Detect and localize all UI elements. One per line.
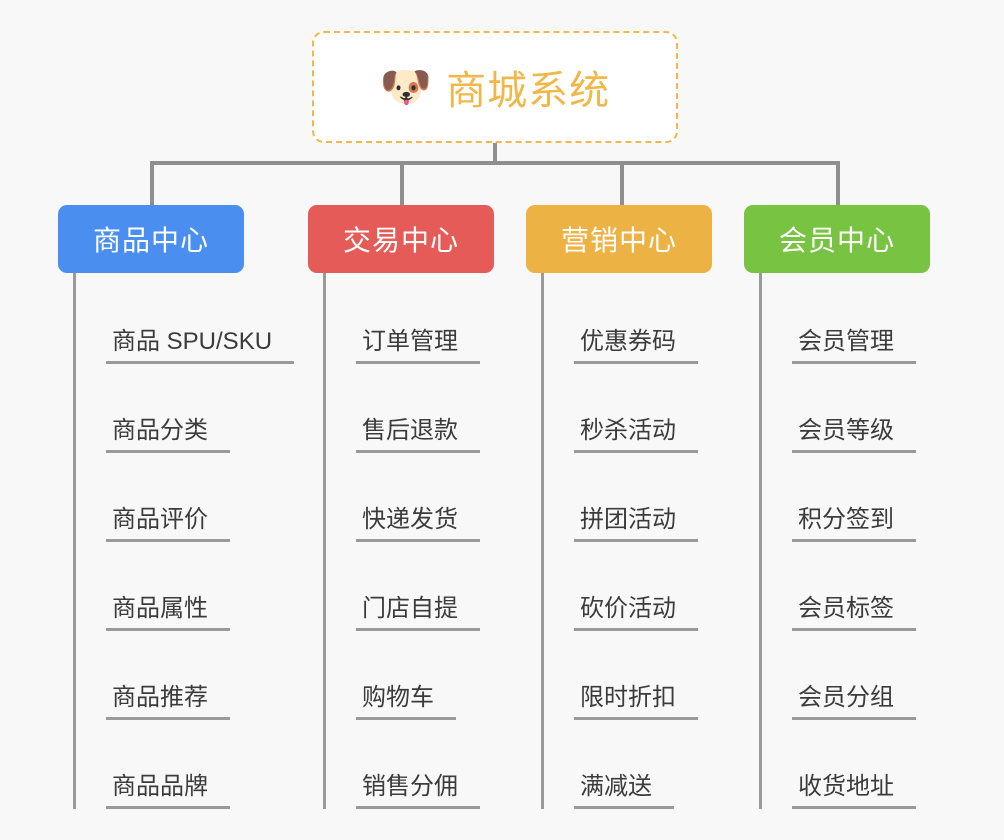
leaf-label: 会员管理 xyxy=(792,328,916,364)
category-title: 会员中心 xyxy=(778,225,895,256)
leaf-list-marketing-center: 优惠券码 秒杀活动 拼团活动 砍价活动 限时折扣 满减送 xyxy=(541,273,712,809)
leaf-label: 销售分佣 xyxy=(356,773,480,809)
list-item[interactable]: 会员分组 xyxy=(762,631,930,720)
list-item[interactable]: 限时折扣 xyxy=(544,631,712,720)
list-item[interactable]: 砍价活动 xyxy=(544,542,712,631)
connector-drop-3 xyxy=(620,161,624,207)
connector-drop-1 xyxy=(150,161,154,207)
branch-trade-center: 交易中心 订单管理 售后退款 快递发货 门店自提 购物车 销售分佣 xyxy=(308,205,494,809)
category-header-trade-center[interactable]: 交易中心 xyxy=(308,205,494,273)
leaf-label: 商品品牌 xyxy=(106,773,230,809)
list-item[interactable]: 商品推荐 xyxy=(76,631,294,720)
list-item[interactable]: 售后退款 xyxy=(326,364,494,453)
category-header-product-center[interactable]: 商品中心 xyxy=(58,205,244,273)
list-item[interactable]: 会员标签 xyxy=(762,542,930,631)
leaf-label: 快递发货 xyxy=(356,506,480,542)
category-header-marketing-center[interactable]: 营销中心 xyxy=(526,205,712,273)
leaf-list-product-center: 商品 SPU/SKU 商品分类 商品评价 商品属性 商品推荐 商品品牌 xyxy=(73,273,295,809)
list-item[interactable]: 积分签到 xyxy=(762,453,930,542)
list-item[interactable]: 满减送 xyxy=(544,720,712,809)
list-item[interactable]: 商品属性 xyxy=(76,542,294,631)
leaf-label: 会员标签 xyxy=(792,595,916,631)
leaf-label: 会员分组 xyxy=(792,684,916,720)
leaf-label: 订单管理 xyxy=(356,328,480,364)
list-item[interactable]: 门店自提 xyxy=(326,542,494,631)
connector-root-stem xyxy=(493,143,497,165)
leaf-label: 积分签到 xyxy=(792,506,916,542)
leaf-label: 优惠券码 xyxy=(574,328,698,364)
leaf-label: 商品评价 xyxy=(106,506,230,542)
list-item[interactable]: 秒杀活动 xyxy=(544,364,712,453)
branch-marketing-center: 营销中心 优惠券码 秒杀活动 拼团活动 砍价活动 限时折扣 满减送 xyxy=(526,205,712,809)
category-title: 营销中心 xyxy=(560,225,677,256)
leaf-label: 商品分类 xyxy=(106,417,230,453)
leaf-label: 会员等级 xyxy=(792,417,916,453)
leaf-label: 秒杀活动 xyxy=(574,417,698,453)
category-title: 商品中心 xyxy=(92,225,209,256)
branch-member-center: 会员中心 会员管理 会员等级 积分签到 会员标签 会员分组 收货地址 xyxy=(744,205,930,809)
list-item[interactable]: 购物车 xyxy=(326,631,494,720)
leaf-label: 售后退款 xyxy=(356,417,480,453)
leaf-label: 商品属性 xyxy=(106,595,230,631)
list-item[interactable]: 会员管理 xyxy=(762,275,930,364)
leaf-label: 商品推荐 xyxy=(106,684,230,720)
leaf-label: 门店自提 xyxy=(356,595,480,631)
root-node[interactable]: 🐶 商城系统 xyxy=(312,31,678,143)
root-title: 商城系统 xyxy=(446,69,611,113)
list-item[interactable]: 收货地址 xyxy=(762,720,930,809)
leaf-label: 拼团活动 xyxy=(574,506,698,542)
list-item[interactable]: 商品 SPU/SKU xyxy=(76,275,295,364)
list-item[interactable]: 订单管理 xyxy=(326,275,494,364)
leaf-list-member-center: 会员管理 会员等级 积分签到 会员标签 会员分组 收货地址 xyxy=(759,273,930,809)
list-item[interactable]: 快递发货 xyxy=(326,453,494,542)
list-item[interactable]: 拼团活动 xyxy=(544,453,712,542)
connector-horizontal-bus xyxy=(150,161,840,165)
leaf-label: 收货地址 xyxy=(792,773,916,809)
leaf-label: 满减送 xyxy=(574,773,674,809)
connector-drop-2 xyxy=(400,161,404,207)
list-item[interactable]: 销售分佣 xyxy=(326,720,494,809)
list-item[interactable]: 商品品牌 xyxy=(76,720,294,809)
leaf-list-trade-center: 订单管理 售后退款 快递发货 门店自提 购物车 销售分佣 xyxy=(323,273,494,809)
list-item[interactable]: 商品分类 xyxy=(76,364,294,453)
leaf-label: 商品 SPU/SKU xyxy=(106,328,295,364)
shiba-dog-emoji-icon: 🐶 xyxy=(379,63,433,110)
leaf-label: 限时折扣 xyxy=(574,684,698,720)
list-item[interactable]: 会员等级 xyxy=(762,364,930,453)
leaf-label: 砍价活动 xyxy=(574,595,698,631)
connector-drop-4 xyxy=(836,161,840,207)
list-item[interactable]: 优惠券码 xyxy=(544,275,712,364)
category-title: 交易中心 xyxy=(342,225,459,256)
leaf-label: 购物车 xyxy=(356,684,456,720)
branch-product-center: 商品中心 商品 SPU/SKU 商品分类 商品评价 商品属性 商品推荐 商品品牌 xyxy=(58,205,295,809)
category-header-member-center[interactable]: 会员中心 xyxy=(744,205,930,273)
list-item[interactable]: 商品评价 xyxy=(76,453,294,542)
